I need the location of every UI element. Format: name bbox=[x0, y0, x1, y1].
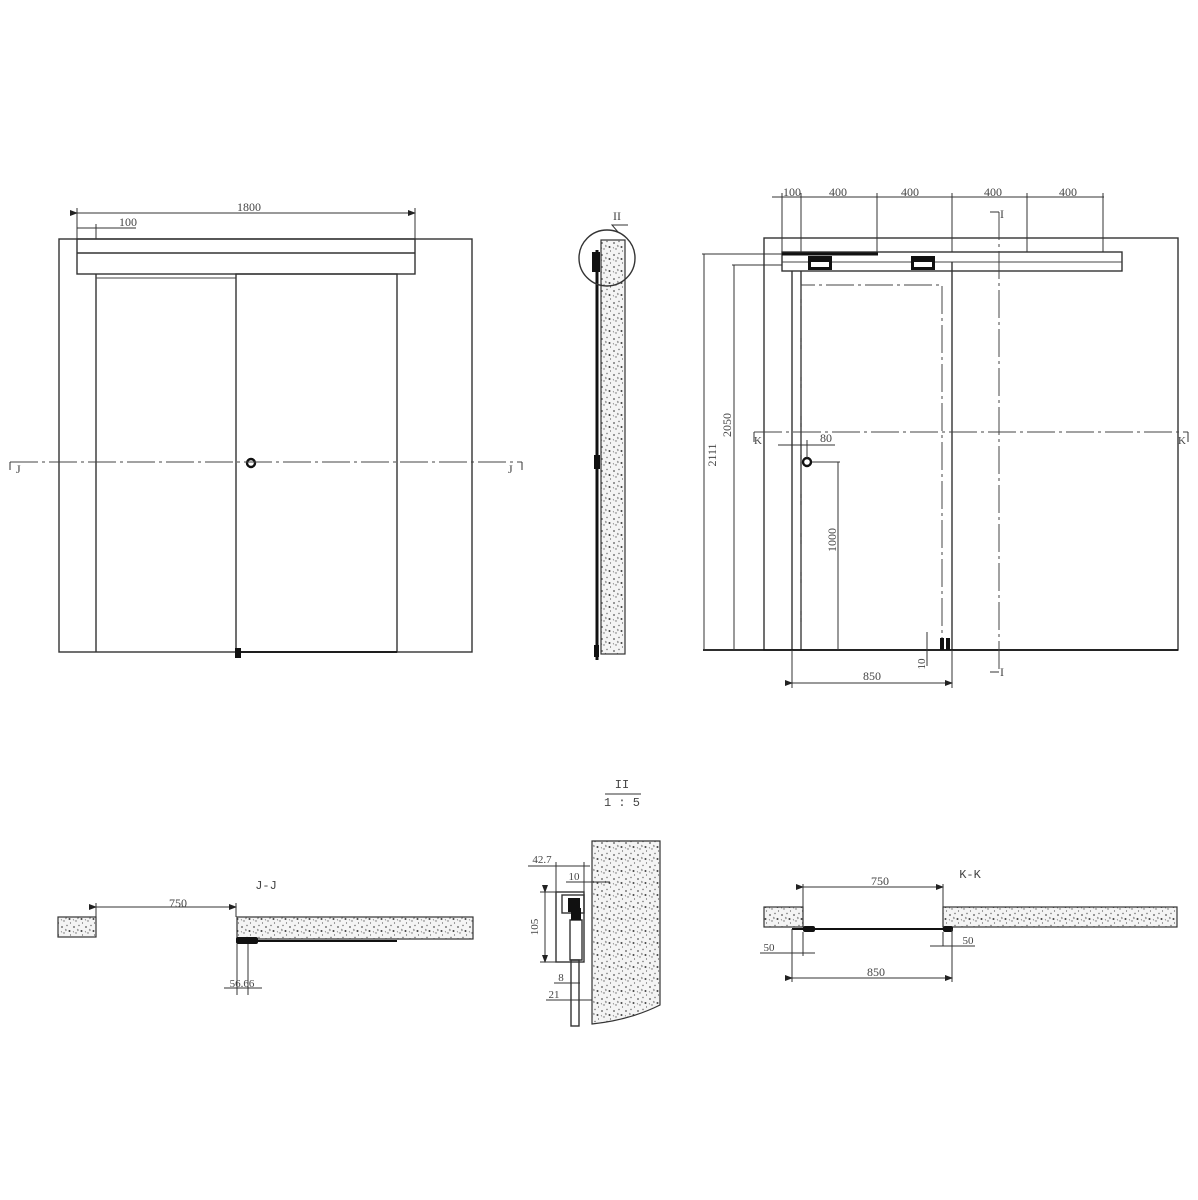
dim-top-4: 400 bbox=[1059, 185, 1077, 199]
dim-kk-opening: 750 bbox=[871, 874, 889, 888]
dim-handle-height: 1000 bbox=[825, 528, 839, 552]
dim-height-opening: 2050 bbox=[720, 413, 734, 437]
detail-ii bbox=[528, 793, 661, 1027]
dim-ii-gap: 10 bbox=[569, 871, 581, 883]
detail-ii-scale: 1 : 5 bbox=[604, 796, 640, 810]
dim-floor-gap: 10 bbox=[916, 658, 928, 670]
dim-handle-offset: 80 bbox=[820, 431, 832, 445]
section-kk-title: K-K bbox=[959, 868, 981, 882]
section-mark-j-left: J bbox=[16, 462, 21, 476]
detail-ii-title: II bbox=[615, 778, 629, 792]
dim-top-1: 400 bbox=[829, 185, 847, 199]
dim-jj-offset: 56.66 bbox=[230, 978, 255, 990]
section-mark-k-right: K bbox=[1178, 435, 1186, 447]
dim-overall-width: 1800 bbox=[237, 200, 261, 214]
side-view bbox=[578, 224, 636, 660]
dim-kk-right-overlap: 50 bbox=[963, 935, 975, 947]
section-kk bbox=[760, 884, 1178, 982]
section-jj bbox=[57, 903, 474, 995]
section-jj-title: J-J bbox=[255, 879, 277, 893]
section-mark-k-left: K bbox=[754, 435, 762, 447]
dim-ii-height: 105 bbox=[529, 918, 541, 935]
dim-kk-left-overlap: 50 bbox=[764, 942, 776, 954]
section-mark-i-bottom: I bbox=[1000, 665, 1004, 679]
dim-door-width: 850 bbox=[863, 669, 881, 683]
dim-top-2: 400 bbox=[901, 185, 919, 199]
dim-jj-opening: 750 bbox=[169, 896, 187, 910]
elevation-view bbox=[702, 193, 1189, 688]
dim-ii-offset: 42.7 bbox=[532, 854, 552, 866]
dim-top-3: 400 bbox=[984, 185, 1002, 199]
detail-callout-ii: II bbox=[613, 209, 621, 223]
dim-offset: 100 bbox=[119, 215, 137, 229]
dim-ii-bottom: 21 bbox=[549, 989, 560, 1001]
dim-height-total: 2111 bbox=[705, 443, 719, 466]
section-mark-i-top: I bbox=[1000, 207, 1004, 221]
front-view bbox=[9, 208, 523, 658]
dim-top-0: 100 bbox=[783, 185, 801, 199]
dim-kk-door-width: 850 bbox=[867, 965, 885, 979]
dim-ii-panel: 8 bbox=[558, 972, 564, 984]
section-mark-j-right: J bbox=[508, 462, 513, 476]
